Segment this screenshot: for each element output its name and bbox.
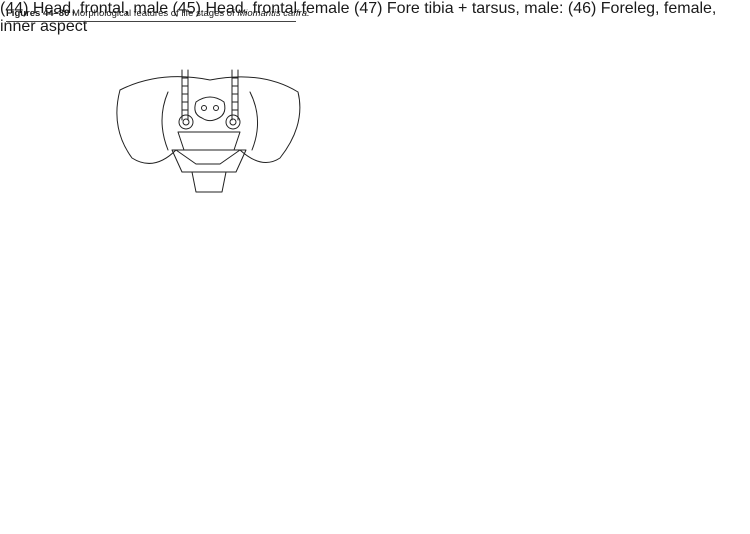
species-name: Miomantis caffra.	[237, 8, 310, 19]
figure-title: Figures 44–80 Morphological features of …	[6, 8, 310, 20]
fig47-caption: Fore tibia + tarsus, male:	[386, 0, 564, 17]
head-male-drawing	[116, 69, 301, 193]
fig47-number: (47)	[353, 0, 383, 17]
figure-range: Figures 44–80	[6, 8, 70, 19]
fig45-caption: Head, frontal,female	[205, 0, 350, 17]
header-rule	[6, 21, 296, 22]
fig44-caption: Head, frontal, male	[32, 0, 169, 17]
fig44-number: (44)	[0, 0, 29, 17]
fig45-number: (45)	[172, 0, 201, 17]
fig46-caption: Foreleg, female, inner aspect	[0, 0, 717, 35]
fig46-number: (46)	[567, 0, 597, 17]
figure-title-text: Morphological features of life stages of	[72, 8, 235, 19]
